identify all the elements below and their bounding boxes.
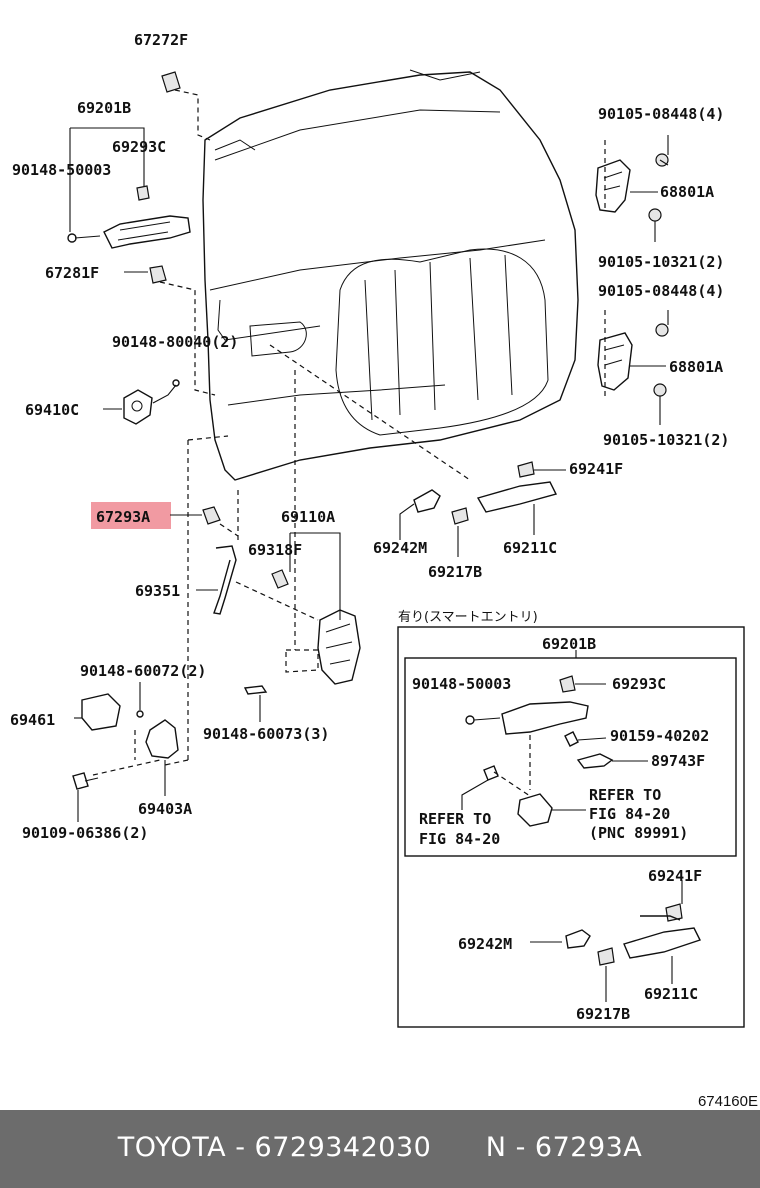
label-69318F: 69318F <box>248 541 302 559</box>
label-89743F: 89743F <box>651 752 705 770</box>
refer-left-line2: FIG 84-20 <box>419 830 500 848</box>
label-69217B-top: 69217B <box>428 563 482 581</box>
label-69242M-top: 69242M <box>373 539 427 557</box>
label-69293C-box: 69293C <box>612 675 666 693</box>
label-69241F-top: 69241F <box>569 460 623 478</box>
parts-diagram: 67272F 69201B 69293C 90148-50003 67281F … <box>10 31 745 1028</box>
label-69110A: 69110A <box>281 508 335 526</box>
label-69242M-box: 69242M <box>458 935 512 953</box>
label-90148-60073: 90148-60073(3) <box>203 725 329 743</box>
lock-assembly <box>243 609 361 695</box>
refer-left-line1: REFER TO <box>419 810 491 828</box>
label-69461: 69461 <box>10 711 55 729</box>
smart-entry-box <box>397 626 745 1028</box>
label-90148-60072: 90148-60072(2) <box>80 662 206 680</box>
label-90105-10321-b: 90105-10321(2) <box>603 431 729 449</box>
door-guide <box>123 379 180 425</box>
footer-bar: TOYOTA - 6729342030 N - 67293A <box>0 1110 760 1188</box>
refer-right-line1: REFER TO <box>589 786 661 804</box>
back-door-panel <box>202 69 579 481</box>
label-90105-08448-a: 90105-08448(4) <box>598 105 724 123</box>
part-labels: 67272F 69201B 69293C 90148-50003 67281F … <box>10 31 729 1023</box>
figure-code: 674160E <box>697 1093 758 1110</box>
label-69201B-top: 69201B <box>77 99 131 117</box>
top-handle-group <box>67 71 191 284</box>
label-90105-08448-b: 90105-08448(4) <box>598 282 724 300</box>
cushion-and-rod <box>202 506 289 615</box>
label-90105-10321-a: 90105-10321(2) <box>598 253 724 271</box>
label-69211C-box: 69211C <box>644 985 698 1003</box>
label-67272F: 67272F <box>134 31 188 49</box>
label-67293A: 67293A <box>96 508 150 526</box>
refer-right-line3: (PNC 89991) <box>589 824 688 842</box>
label-90148-50003-box: 90148-50003 <box>412 675 511 693</box>
label-67281F: 67281F <box>45 264 99 282</box>
outside-handle <box>413 461 558 525</box>
label-90148-50003-top: 90148-50003 <box>12 161 111 179</box>
label-69211C-top: 69211C <box>503 539 557 557</box>
label-90159-40202: 90159-40202 <box>610 727 709 745</box>
striker-parts <box>72 693 179 790</box>
label-68801A-b: 68801A <box>669 358 723 376</box>
label-90109-06386: 90109-06386(2) <box>22 824 148 842</box>
guide-lines <box>92 89 606 776</box>
lower-hinge <box>597 323 669 397</box>
smart-entry-box-title: 有り(スマートエントリ) <box>398 610 538 625</box>
highlight-marker <box>91 502 171 529</box>
label-69351: 69351 <box>135 582 180 600</box>
label-69410C: 69410C <box>25 401 79 419</box>
footer-part-number: TOYOTA - 6729342030 N - 67293A <box>117 1132 643 1163</box>
refer-right-line2: FIG 84-20 <box>589 805 670 823</box>
upper-hinge <box>595 153 669 222</box>
label-68801A-a: 68801A <box>660 183 714 201</box>
label-69403A: 69403A <box>138 800 192 818</box>
leader-lines <box>69 127 669 822</box>
label-69201B-box: 69201B <box>542 635 596 653</box>
label-69241F-box: 69241F <box>648 867 702 885</box>
label-90148-80040: 90148-80040(2) <box>112 333 238 351</box>
label-69293C-top: 69293C <box>112 138 166 156</box>
label-69217B-box: 69217B <box>576 1005 630 1023</box>
